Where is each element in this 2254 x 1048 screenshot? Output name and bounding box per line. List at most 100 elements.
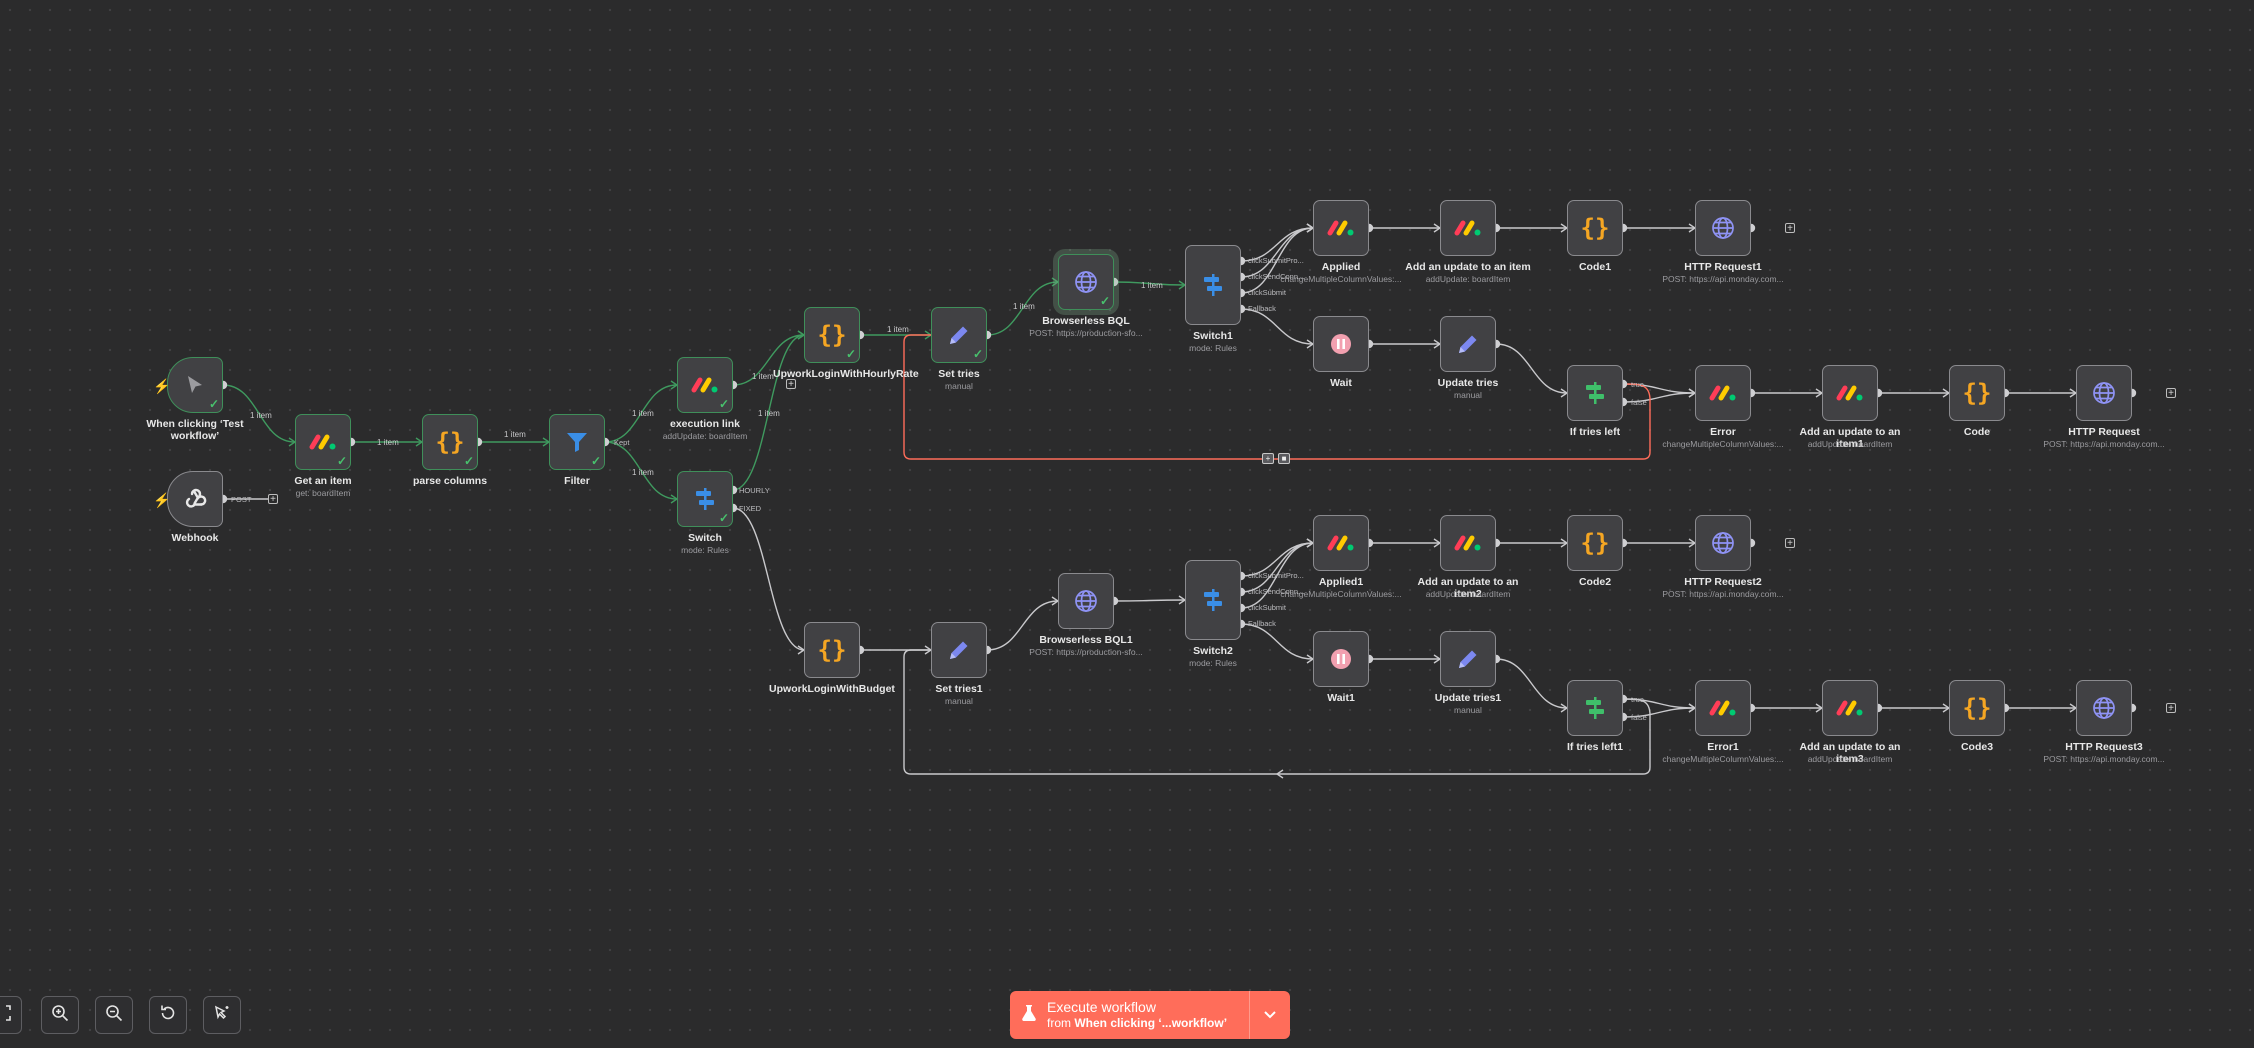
- add-node-button[interactable]: +: [786, 379, 796, 390]
- node-subtitle: changeMultipleColumnValues:...: [1280, 274, 1402, 284]
- node-add-an-update-to-an-item2[interactable]: [1440, 515, 1496, 571]
- node-applied1[interactable]: [1313, 515, 1369, 571]
- connection[interactable]: [986, 600, 1059, 651]
- connection[interactable]: [1240, 308, 1314, 345]
- node-name: Add an update to an item3: [1799, 741, 1901, 765]
- execute-workflow-main[interactable]: Execute workflow from When clicking ‘...…: [1010, 991, 1249, 1039]
- node-webhook[interactable]: ⚡: [153, 471, 223, 527]
- loop-back-connection[interactable]: [903, 334, 1651, 460]
- globe-icon: [2092, 696, 2116, 720]
- node-upworkloginwithhourlyrate[interactable]: {}✓: [804, 307, 860, 363]
- node-switch[interactable]: ✓: [677, 471, 733, 527]
- port-label-true: true: [1631, 695, 1644, 704]
- connection[interactable]: [1622, 707, 1696, 718]
- node-get-an-item[interactable]: ✓: [295, 414, 351, 470]
- connection[interactable]: [732, 507, 805, 651]
- node-applied[interactable]: [1313, 200, 1369, 256]
- node-browserless-bql1[interactable]: [1058, 573, 1114, 629]
- connection[interactable]: [732, 334, 805, 491]
- node-add-an-update-to-an-item3[interactable]: [1822, 680, 1878, 736]
- connection[interactable]: [732, 334, 805, 386]
- node-http-request2[interactable]: [1695, 515, 1751, 571]
- connection[interactable]: [1240, 227, 1314, 294]
- add-node-button[interactable]: +: [1785, 223, 1795, 234]
- fit-view-button[interactable]: [0, 996, 22, 1034]
- add-node-button[interactable]: +: [2166, 703, 2176, 714]
- success-check-icon: ✓: [590, 454, 601, 468]
- connection[interactable]: [1240, 623, 1314, 660]
- node-http-request1[interactable]: [1695, 200, 1751, 256]
- port-label-false: false: [1631, 713, 1647, 722]
- node-name: Add an update to an item2: [1417, 576, 1519, 600]
- node-subtitle: mode: Rules: [681, 545, 729, 555]
- connection[interactable]: [986, 281, 1059, 336]
- node-filter[interactable]: ✓: [549, 414, 605, 470]
- node-wait[interactable]: [1313, 316, 1369, 372]
- plus-icon: +: [1787, 538, 1793, 549]
- code-icon: {}: [1580, 529, 1610, 557]
- add-node-button[interactable]: +: [1785, 538, 1795, 549]
- loop-delete-button[interactable]: ■: [1278, 453, 1290, 464]
- node-browserless-bql[interactable]: ✓: [1058, 254, 1114, 310]
- node-add-an-update-to-an-item[interactable]: [1440, 200, 1496, 256]
- node-if-tries-left1[interactable]: [1567, 680, 1623, 736]
- node-set-tries[interactable]: ✓: [931, 307, 987, 363]
- add-node-button[interactable]: +: [268, 494, 278, 505]
- node-subtitle: POST: https://api.monday.com...: [1662, 589, 1784, 599]
- node-add-an-update-to-an-item1[interactable]: [1822, 365, 1878, 421]
- connection[interactable]: [1240, 542, 1314, 609]
- trigger-select-dropdown[interactable]: [1249, 991, 1290, 1039]
- chevron-down-icon: [1264, 1006, 1276, 1024]
- node-subtitle: POST: https://api.monday.com...: [2043, 439, 2165, 449]
- node-error[interactable]: [1695, 365, 1751, 421]
- node-subtitle: POST: https://production-sfo...: [1029, 328, 1143, 338]
- switch-icon: [693, 487, 717, 511]
- loop-add-button[interactable]: +: [1262, 453, 1274, 464]
- node-update-tries1[interactable]: [1440, 631, 1496, 687]
- node-wait1[interactable]: [1313, 631, 1369, 687]
- connection[interactable]: [222, 384, 296, 443]
- globe-icon: [2092, 381, 2116, 405]
- node-set-tries1[interactable]: [931, 622, 987, 678]
- node-if-tries-left[interactable]: [1567, 365, 1623, 421]
- node-error1[interactable]: [1695, 680, 1751, 736]
- tidy-up-button[interactable]: [203, 996, 241, 1034]
- node-code3[interactable]: {}: [1949, 680, 2005, 736]
- connection[interactable]: [604, 384, 678, 443]
- connection[interactable]: [1495, 658, 1568, 709]
- node-execution-link[interactable]: ✓: [677, 357, 733, 413]
- node-parse-columns[interactable]: {}✓: [422, 414, 478, 470]
- node-subtitle: changeMultipleColumnValues:...: [1280, 589, 1402, 599]
- connection[interactable]: [604, 441, 678, 500]
- if-icon: [1583, 381, 1607, 405]
- loop-back-connection[interactable]: [903, 649, 1651, 775]
- node-switch1[interactable]: [1185, 245, 1241, 325]
- pause-icon: [1330, 333, 1352, 355]
- pencil-icon: [947, 638, 971, 662]
- node-name: HTTP Request1: [1684, 261, 1762, 273]
- connection[interactable]: [1622, 392, 1696, 403]
- zoom-out-button[interactable]: [95, 996, 133, 1034]
- node-name: Add an update to an item1: [1799, 426, 1901, 450]
- reset-zoom-button[interactable]: [149, 996, 187, 1034]
- monday-icon: [1836, 384, 1864, 402]
- connection[interactable]: [1113, 599, 1186, 602]
- zoom-in-button[interactable]: [41, 996, 79, 1034]
- add-node-button[interactable]: +: [2166, 388, 2176, 399]
- node-when-clicking-test-workflow[interactable]: ✓⚡: [153, 357, 223, 413]
- node-name: Code: [1963, 426, 1991, 438]
- node-name: execution link: [669, 418, 741, 430]
- node-upworkloginwithbudget[interactable]: {}: [804, 622, 860, 678]
- connection[interactable]: [1113, 281, 1186, 286]
- node-http-request[interactable]: [2076, 365, 2132, 421]
- execute-workflow-button[interactable]: Execute workflow from When clicking ‘...…: [1010, 991, 1290, 1039]
- node-code2[interactable]: {}: [1567, 515, 1623, 571]
- switch-icon: [1201, 273, 1225, 297]
- node-update-tries[interactable]: [1440, 316, 1496, 372]
- node-code[interactable]: {}: [1949, 365, 2005, 421]
- node-http-request3[interactable]: [2076, 680, 2132, 736]
- node-code1[interactable]: {}: [1567, 200, 1623, 256]
- connection[interactable]: [1495, 343, 1568, 394]
- node-switch2[interactable]: [1185, 560, 1241, 640]
